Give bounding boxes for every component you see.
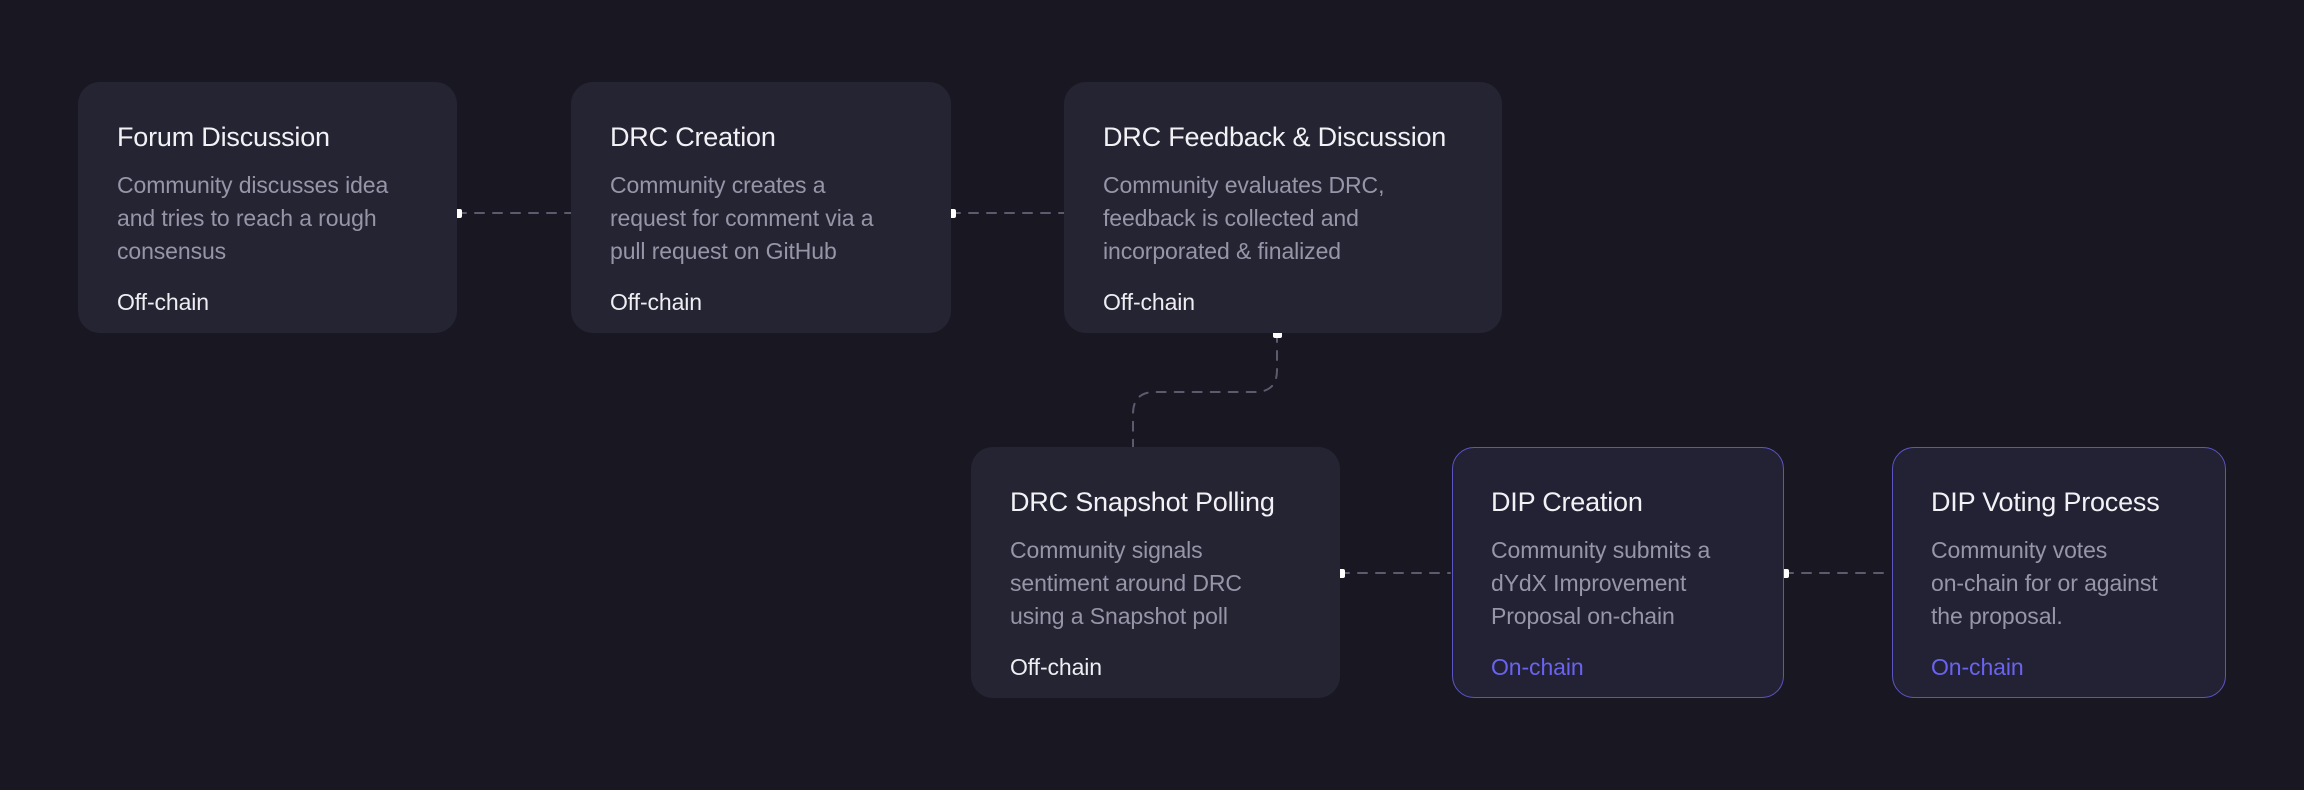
card-title: DRC Snapshot Polling [1010,487,1275,517]
card-description: Community signals sentiment around DRC u… [1010,537,1242,629]
flow-card-drc-creation[interactable]: DRC Creation Community creates a request… [571,82,951,333]
flow-card-drc-snapshot-polling[interactable]: DRC Snapshot Polling Community signals s… [971,447,1340,698]
card-chain-label: Off-chain [1103,289,1195,316]
card-description: Community submits a dYdX Improvement Pro… [1491,537,1711,629]
card-title: DRC Creation [610,122,776,152]
node-dot-drc-creation [947,209,956,218]
node-dot-dip-creation [1780,569,1789,578]
connector-feedback-to-snapshot [1132,332,1278,448]
node-dot-drc-snapshot-polling [1336,569,1345,578]
card-description: Community evaluates DRC, feedback is col… [1103,172,1385,264]
card-title: DRC Feedback & Discussion [1103,122,1447,152]
card-title: DIP Voting Process [1931,487,2160,517]
card-chain-label: Off-chain [1010,654,1102,681]
flow-card-dip-creation[interactable]: DIP Creation Community submits a dYdX Im… [1452,447,1784,698]
card-description: Community votes on-chain for or against … [1931,537,2158,629]
card-description: Community creates a request for comment … [610,172,874,264]
card-title: DIP Creation [1491,487,1643,517]
card-chain-label: Off-chain [610,289,702,316]
flow-card-drc-feedback-discussion[interactable]: DRC Feedback & Discussion Community eval… [1064,82,1502,333]
card-chain-label: Off-chain [117,289,209,316]
flow-card-dip-voting-process[interactable]: DIP Voting Process Community votes on-ch… [1892,447,2226,698]
node-dot-drc-feedback [1273,329,1282,338]
node-dot-forum-discussion [453,209,462,218]
card-title: Forum Discussion [117,122,330,152]
flow-card-forum-discussion[interactable]: Forum Discussion Community discusses ide… [78,82,457,333]
card-chain-label: On-chain [1931,654,2024,681]
card-description: Community discusses idea and tries to re… [117,172,389,264]
card-chain-label: On-chain [1491,654,1584,681]
